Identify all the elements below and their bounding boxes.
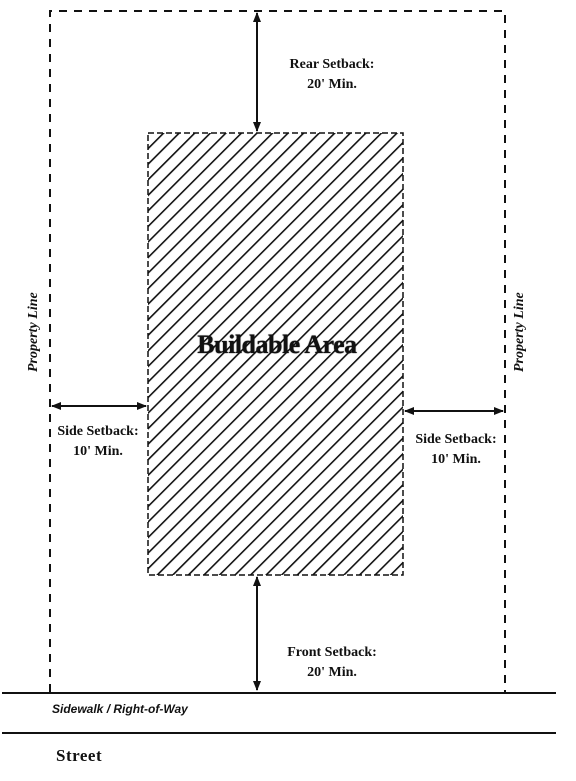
property-line-right-label: Property Line: [512, 292, 527, 372]
street-label: Street: [56, 746, 103, 765]
buildable-area: [147, 132, 404, 576]
property-line-left-label: Property Line: [26, 292, 41, 372]
property-line: [49, 10, 506, 692]
buildable-area-label: Buildable Area: [197, 330, 357, 359]
front-setback-value: 20' Min.: [307, 665, 357, 680]
sidewalk-label: Sidewalk / Right-of-Way: [52, 702, 188, 716]
rear-setback-label: Rear Setback: 20' Min.: [262, 55, 402, 95]
left-side-setback-value: 10' Min.: [73, 444, 123, 459]
rear-setback-title: Rear Setback:: [289, 57, 375, 72]
left-side-setback-title: Side Setback:: [57, 424, 139, 439]
rear-setback-value: 20' Min.: [307, 77, 357, 92]
right-side-setback-title: Side Setback:: [415, 432, 497, 447]
right-side-setback-value: 10' Min.: [431, 452, 481, 467]
right-side-setback-label: Side Setback: 10' Min.: [396, 430, 516, 470]
left-side-setback-label: Side Setback: 10' Min.: [38, 422, 158, 462]
front-setback-title: Front Setback:: [287, 645, 377, 660]
front-setback-label: Front Setback: 20' Min.: [258, 643, 406, 683]
